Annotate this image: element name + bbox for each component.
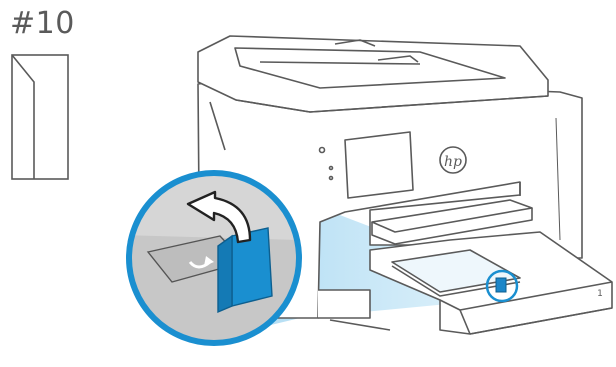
tray-number: 1 xyxy=(597,289,603,299)
printer-logo: hp xyxy=(444,154,462,170)
envelope-icon xyxy=(12,55,68,179)
